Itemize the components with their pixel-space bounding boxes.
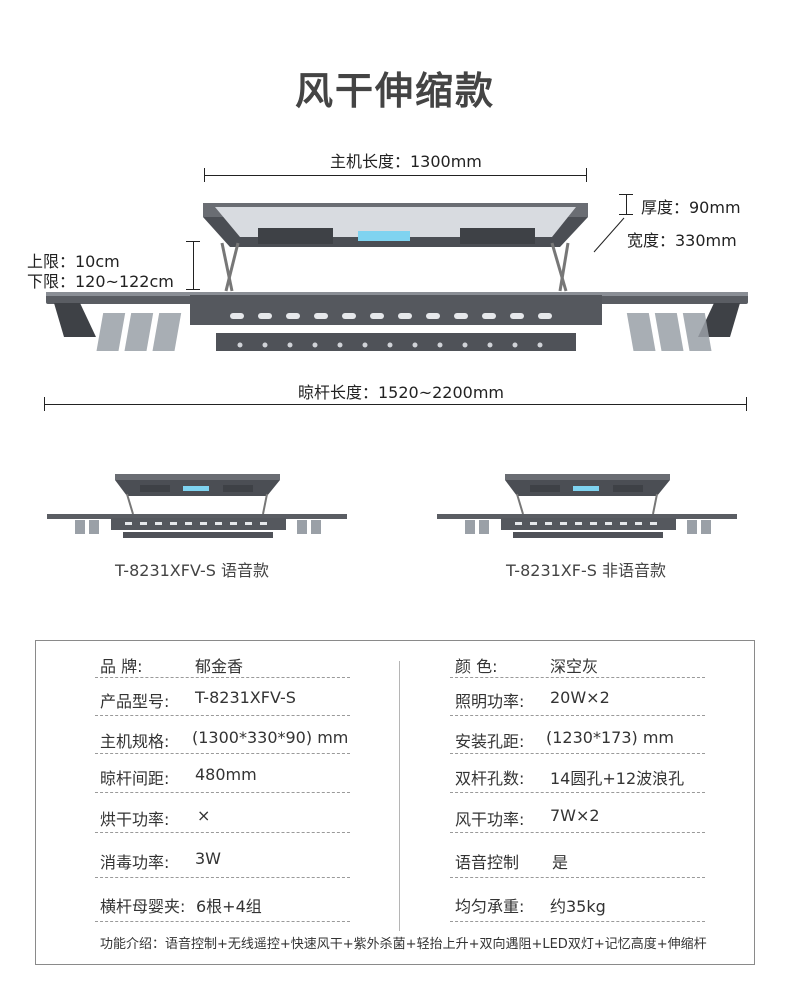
thickness-tick-top bbox=[619, 194, 633, 195]
rod-length-line bbox=[44, 404, 747, 405]
spec-dash bbox=[95, 677, 350, 678]
spec-dash bbox=[450, 715, 705, 716]
features-text: 功能介绍：语音控制+无线遥控+快速风干+紫外杀菌+轻抬上升+双向遇阻+LED双灯… bbox=[100, 937, 707, 952]
product-drawing-voice bbox=[47, 474, 347, 538]
spec-dash bbox=[95, 792, 350, 793]
upper-limit-label: 上限：10cm bbox=[27, 252, 120, 271]
host-length-label: 主机长度：1300mm bbox=[330, 152, 482, 171]
spec-dash bbox=[450, 753, 705, 754]
spec-dash bbox=[95, 921, 350, 922]
rod-length-tick-left bbox=[44, 397, 45, 411]
thickness-label: 厚度：90mm bbox=[641, 198, 741, 217]
product-drawing-non-voice bbox=[437, 474, 737, 538]
height-tick-top bbox=[186, 241, 200, 242]
rod-length-label: 晾杆长度：1520~2200mm bbox=[298, 383, 505, 402]
spec-dash bbox=[95, 877, 350, 878]
spec-table bbox=[35, 640, 755, 965]
model-label-voice: T-8231XFV-S 语音款 bbox=[115, 561, 269, 580]
width-label: 宽度：330mm bbox=[627, 231, 737, 250]
spec-dash bbox=[95, 753, 350, 754]
host-length-tick-right bbox=[586, 168, 587, 182]
width-line bbox=[593, 217, 625, 253]
spec-dash bbox=[450, 877, 705, 878]
product-drawing-main bbox=[46, 203, 748, 351]
lower-limit-label: 下限：120~122cm bbox=[27, 272, 174, 291]
spec-dash bbox=[450, 921, 705, 922]
host-length-tick-left bbox=[204, 168, 205, 182]
height-line bbox=[193, 241, 194, 289]
spec-dash bbox=[95, 832, 350, 833]
thickness-line bbox=[626, 194, 627, 214]
rod-length-tick-right bbox=[746, 397, 747, 411]
model-label-non-voice: T-8231XF-S 非语音款 bbox=[506, 561, 666, 580]
host-length-line bbox=[204, 175, 587, 176]
spec-dash bbox=[450, 792, 705, 793]
spec-dash bbox=[450, 677, 705, 678]
height-tick-bottom bbox=[186, 289, 200, 290]
spec-divider bbox=[399, 661, 400, 931]
page-title: 风干伸缩款 bbox=[294, 69, 495, 113]
spec-dash bbox=[95, 715, 350, 716]
spec-dash bbox=[450, 832, 705, 833]
thickness-tick-bottom bbox=[619, 214, 633, 215]
